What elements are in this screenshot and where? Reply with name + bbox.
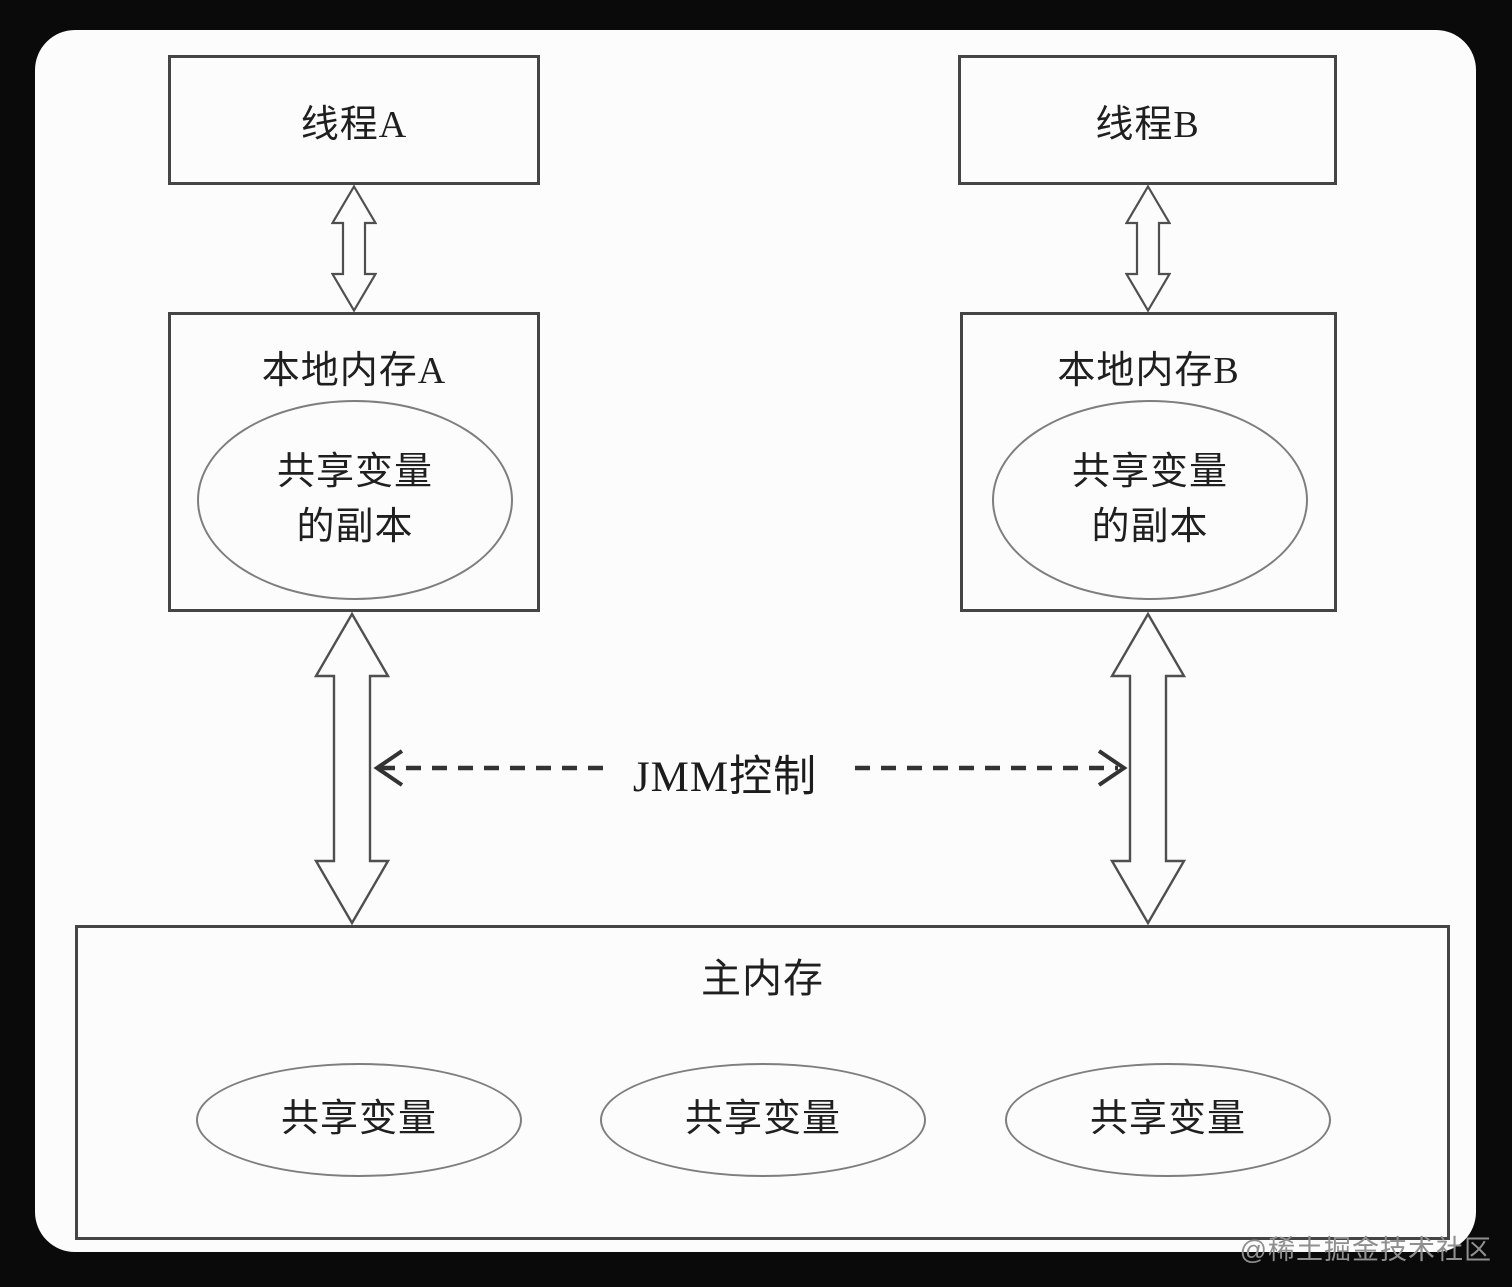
thread-a-label: 线程A [300, 103, 408, 146]
shared-variable-label-2: 共享变量 [684, 1098, 841, 1141]
shared-variable-label-1: 共享变量 [280, 1098, 437, 1141]
double-arrow-thread-a-local-a-icon [331, 185, 377, 312]
shared-variable-copy-b-ellipse: 共享变量 的副本 [992, 400, 1308, 600]
thread-a-box: 线程A [168, 55, 540, 185]
local-memory-b-box: 本地内存B 共享变量 的副本 [960, 312, 1337, 612]
local-memory-a-title: 本地内存A [261, 350, 447, 392]
thread-b-label: 线程B [1095, 103, 1200, 146]
double-arrow-thread-b-local-b-icon [1125, 185, 1171, 312]
double-arrow-local-b-main-memory-icon [1109, 612, 1187, 925]
shared-variable-ellipse-1: 共享变量 [196, 1063, 522, 1177]
jmm-control-dashed-arrow-icon [373, 749, 1128, 787]
shared-variable-copy-a-line1: 共享变量 [276, 450, 433, 493]
shared-variable-copy-b-line1: 共享变量 [1071, 450, 1228, 493]
thread-b-box: 线程B [958, 55, 1337, 185]
shared-variable-label-3: 共享变量 [1089, 1098, 1246, 1141]
watermark: @稀土掘金技术社区 [1239, 1235, 1492, 1265]
local-memory-b-title: 本地内存B [1057, 350, 1240, 392]
jmm-control-label: JMM控制 [632, 754, 818, 801]
shared-variable-ellipse-3: 共享变量 [1005, 1063, 1331, 1177]
shared-variable-copy-b-line2: 的副本 [1091, 506, 1209, 548]
main-memory-box: 主内存 共享变量 共享变量 共享变量 [75, 925, 1450, 1240]
local-memory-a-box: 本地内存A 共享变量 的副本 [168, 312, 540, 612]
main-memory-title: 主内存 [701, 956, 824, 1001]
shared-variable-ellipse-2: 共享变量 [600, 1063, 926, 1177]
shared-variable-copy-a-line2: 的副本 [296, 506, 414, 548]
shared-variable-copy-a-ellipse: 共享变量 的副本 [197, 400, 513, 600]
double-arrow-local-a-main-memory-icon [313, 612, 391, 925]
